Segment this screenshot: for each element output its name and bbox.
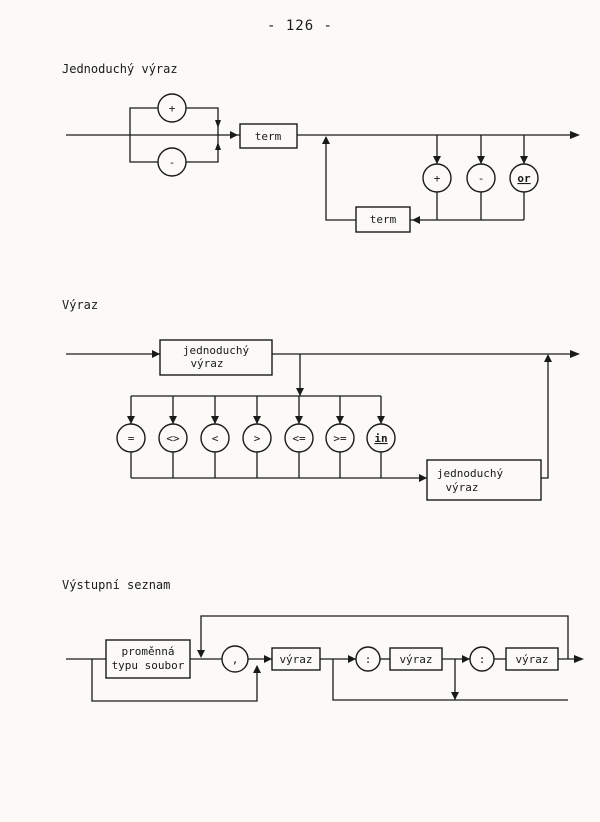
- expr3-label: výraz: [515, 653, 548, 666]
- output-list-diagram: proměnná typu soubor , výraz : výraz : v…: [66, 615, 584, 702]
- file-variable-line1: proměnná: [122, 645, 175, 658]
- simple-expr-top-line1: jednoduchý: [183, 344, 250, 357]
- page-number: - 126 -: [266, 18, 333, 34]
- op-minus-label: -: [478, 172, 485, 185]
- expr2-label: výraz: [399, 653, 432, 666]
- expr3-box: výraz: [505, 647, 559, 671]
- relation-operators: =<><><=>=in: [116, 396, 396, 478]
- relation-node: =: [116, 396, 146, 478]
- file-variable-line2: typu soubor: [112, 659, 185, 672]
- simple-expr-bottom-line1: jednoduchý: [437, 467, 504, 480]
- simple-expr-box-bottom: jednoduchý výraz: [426, 459, 542, 501]
- expr2-box: výraz: [389, 647, 443, 671]
- relation-label: <: [212, 432, 219, 445]
- simple-expr-bottom-line2: výraz: [445, 481, 478, 494]
- relation-label: >: [254, 432, 261, 445]
- relation-node: in: [366, 396, 396, 478]
- op-plus-label: +: [434, 172, 441, 185]
- section-title-simple-expression: Jednoduchý výraz: [62, 62, 178, 76]
- expression-diagram: jednoduchý výraz jednoduchý výraz =<><><…: [66, 339, 580, 501]
- relation-node: >=: [325, 396, 355, 478]
- colon1-node: :: [355, 646, 381, 672]
- term-main-label: term: [255, 130, 282, 143]
- term-main-box: term: [239, 123, 298, 149]
- colon2-node: :: [469, 646, 495, 672]
- relation-label: <>: [166, 432, 180, 445]
- op-or-label: or: [517, 172, 531, 185]
- relation-node: <: [200, 396, 230, 478]
- simple-expr-box-top: jednoduchý výraz: [159, 339, 273, 376]
- colon2-label: :: [479, 653, 486, 666]
- op-or-node: or: [509, 163, 539, 193]
- relation-node: <=: [284, 396, 314, 478]
- relation-label: <=: [292, 432, 306, 445]
- term-loop-box: term: [355, 206, 411, 233]
- comma-label: ,: [232, 653, 239, 666]
- section-title-output-list: Výstupní seznam: [62, 578, 171, 592]
- simple-expr-top-line2: výraz: [190, 357, 223, 370]
- relation-node: <>: [158, 396, 188, 478]
- expr1-label: výraz: [279, 653, 312, 666]
- simple-expression-diagram: + - term + - or term: [66, 93, 580, 233]
- op-minus-node: -: [466, 163, 496, 193]
- section-title-expression: Výraz: [62, 298, 99, 312]
- sign-plus-label: +: [169, 102, 176, 115]
- sign-minus-label: -: [169, 156, 176, 169]
- op-plus-node: +: [422, 163, 452, 193]
- sign-plus-node: +: [157, 93, 187, 123]
- relation-label: =: [128, 432, 135, 445]
- term-loop-label: term: [370, 213, 397, 226]
- expr1-box: výraz: [271, 647, 321, 671]
- sign-minus-node: -: [157, 147, 187, 177]
- relation-label: in: [374, 432, 387, 445]
- comma-node: ,: [221, 645, 249, 673]
- colon1-label: :: [365, 653, 372, 666]
- file-variable-box: proměnná typu soubor: [105, 639, 191, 679]
- relation-label: >=: [333, 432, 347, 445]
- relation-node: >: [242, 396, 272, 478]
